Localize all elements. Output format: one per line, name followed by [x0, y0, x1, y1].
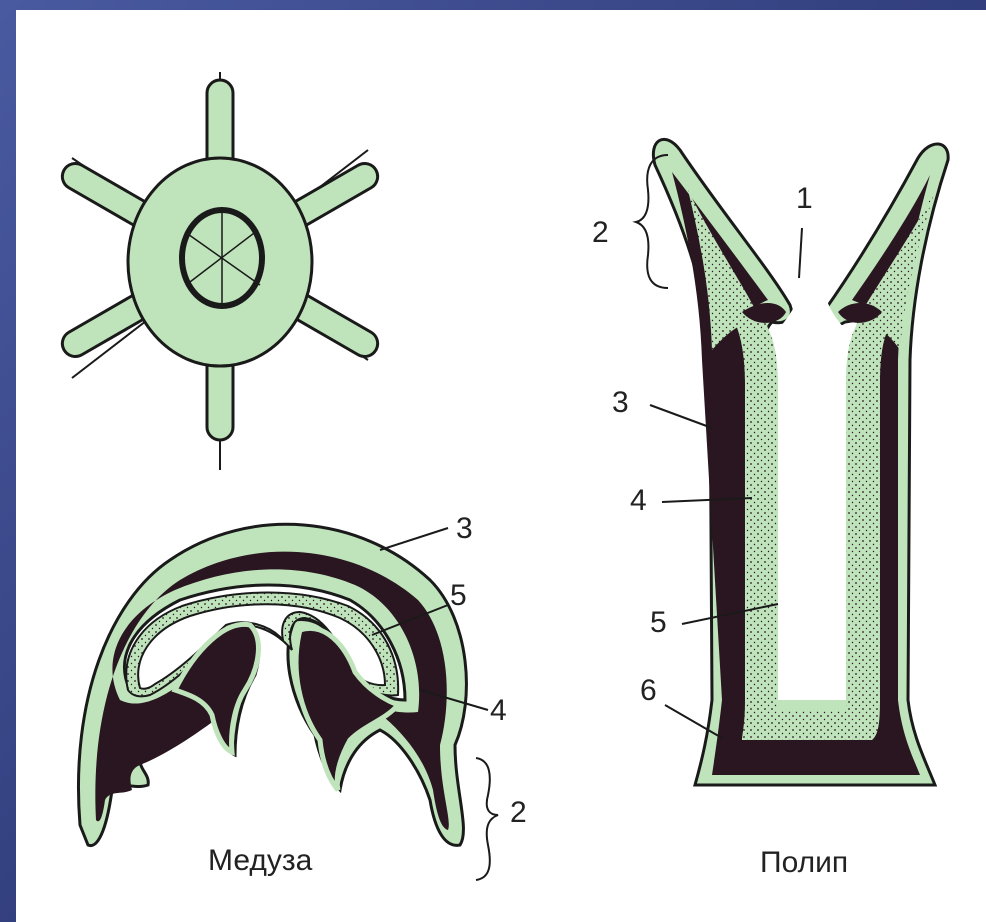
medusa-label-4: 4	[490, 694, 507, 727]
gastral-cavity	[778, 290, 846, 700]
medusa-label-3: 3	[456, 512, 473, 545]
polyp-label-2: 2	[592, 216, 609, 249]
polyp-label-6: 6	[640, 674, 657, 707]
polyp-label-5: 5	[650, 606, 667, 639]
polyp-caption: Полип	[760, 846, 848, 879]
medusa-side-view	[78, 524, 466, 845]
medusa-top-view	[58, 72, 383, 470]
medusa-brace	[476, 758, 498, 880]
medusa-label-5: 5	[450, 579, 467, 612]
medusa-label-2: 2	[510, 796, 527, 829]
polyp-label-3: 3	[612, 386, 629, 419]
polyp-label-4: 4	[630, 484, 647, 517]
polyp-label-1: 1	[796, 182, 813, 215]
medusa-caption: Медуза	[208, 844, 313, 877]
